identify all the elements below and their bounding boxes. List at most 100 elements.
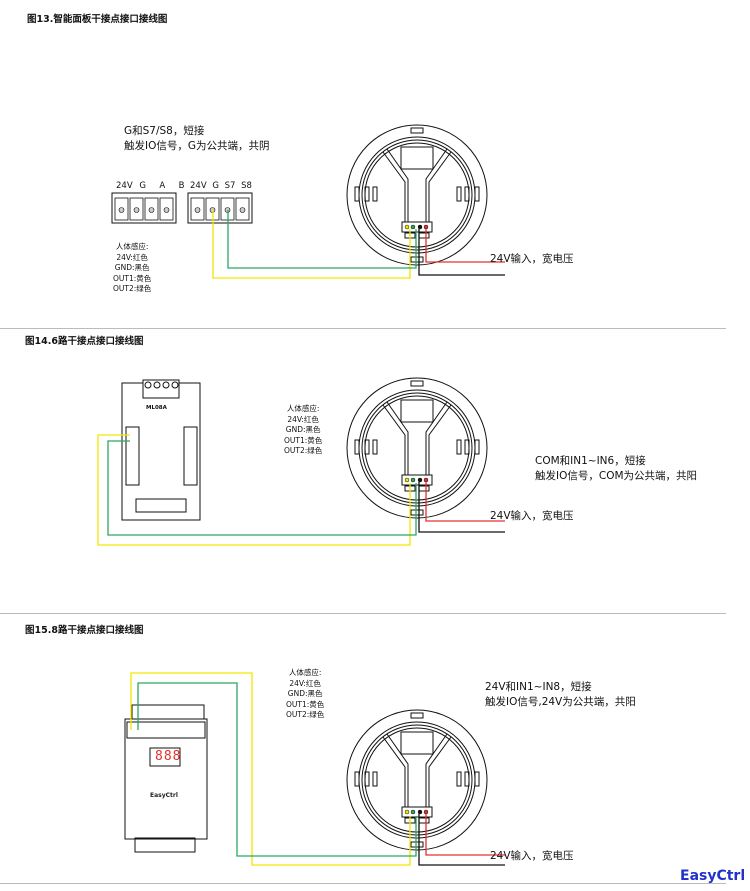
fig13-terminal-labels-right: 24V G S7 S8 — [190, 181, 252, 191]
terminal-label: 24V — [190, 181, 207, 191]
section-divider — [0, 328, 726, 329]
fig13-note: G和S7/S8，短接 触发IO信号，G为公共端，共阴 — [124, 124, 270, 154]
fig14-sensor-legend: 人体感应: 24V:红色 GND:黑色 OUT1:黄色 OUT2:绿色 — [284, 404, 322, 457]
sensor-slot — [354, 186, 360, 202]
terminal-screw — [133, 207, 140, 213]
sensor-terminal-screw — [404, 224, 410, 230]
footer-logo: EasyCtrl — [680, 868, 746, 884]
terminal-block-left — [111, 192, 177, 224]
footer-divider — [0, 883, 726, 884]
legend-line: OUT2:绿色 — [286, 710, 325, 719]
red-wire-24v — [425, 482, 505, 522]
sensor-slot — [456, 439, 462, 455]
io-module — [124, 718, 208, 840]
sensor-inner-ring — [358, 389, 476, 507]
terminal-screw — [194, 207, 201, 213]
sensor-slot — [464, 439, 470, 455]
sensor-slot — [474, 186, 480, 202]
fig13-title: 图13.智能面板干接点接口接线图 — [27, 14, 168, 25]
module-terminals — [126, 721, 206, 739]
terminal-screw — [148, 207, 155, 213]
sensor-terminal-screw — [410, 477, 416, 483]
green-wire-out2 — [107, 440, 417, 536]
module-screw — [144, 381, 152, 389]
fig13-sensor-legend: 人体感应: 24V:红色 GND:黑色 OUT1:黄色 OUT2:绿色 — [113, 242, 151, 295]
pir-sensor — [346, 709, 488, 851]
black-wire-gnd — [418, 482, 505, 533]
legend-line: GND:黑色 — [285, 425, 321, 434]
sensor-slot — [464, 186, 470, 202]
sensor-frame — [382, 736, 452, 809]
module-output-terminals — [183, 426, 198, 486]
fig14-power-label: 24V输入，宽电压 — [490, 510, 574, 522]
fig15-title: 图15.8路干接点接口接线图 — [25, 625, 144, 636]
black-wire-gnd — [418, 814, 505, 866]
legend-line: OUT1:黄色 — [286, 699, 325, 709]
sensor-terminal-screw — [404, 809, 410, 815]
pir-sensor — [346, 377, 488, 519]
sensor-window — [400, 399, 434, 423]
green-wire-out2 — [227, 210, 417, 269]
legend-title: 人体感应: — [288, 668, 322, 677]
terminal-label: B — [178, 181, 185, 191]
fig15-note-line: 24V和IN1~IN8，短接 — [485, 681, 592, 693]
sensor-connector — [418, 485, 430, 492]
sensor-frame — [386, 148, 448, 223]
module-top-rail — [131, 704, 205, 721]
fig13-note-line: G和S7/S8，短接 — [124, 125, 205, 137]
sensor-slot — [364, 771, 370, 787]
red-wire-24v — [425, 814, 505, 856]
fig14-note: COM和IN1~IN6，短接 触发IO信号，COM为公共端，共阳 — [535, 454, 697, 484]
sensor-terminal-screw — [404, 477, 410, 483]
black-wire-gnd — [418, 229, 505, 276]
yellow-wire-out1 — [130, 672, 411, 866]
sensor-terminal-screw — [417, 224, 423, 230]
sensor-connector — [418, 232, 430, 239]
sensor-frame — [382, 404, 452, 477]
sensor-terminal-screw — [417, 809, 423, 815]
fig15-module-logo: EasyCtrl — [150, 792, 178, 799]
sensor-inner-ring — [361, 392, 473, 504]
module-screw — [171, 381, 179, 389]
sensor-clip — [410, 841, 424, 848]
fig14-note-line: COM和IN1~IN6，短接 — [535, 455, 646, 467]
sensor-window — [400, 731, 434, 755]
green-wire-out2 — [137, 682, 417, 857]
sensor-inner-ring — [358, 721, 476, 839]
sensor-slot — [364, 186, 370, 202]
section-divider — [0, 613, 726, 614]
sensor-terminal-screw — [423, 224, 429, 230]
legend-line: GND:黑色 — [287, 689, 323, 698]
module-top-connector — [142, 379, 180, 399]
sensor-slot — [456, 771, 462, 787]
sensor-frame — [382, 151, 452, 224]
terminal-block-right — [187, 192, 253, 224]
terminal-label: S7 — [224, 181, 236, 191]
sensor-slot — [354, 439, 360, 455]
fig15-note: 24V和IN1~IN8，短接 触发IO信号,24V为公共端，共阳 — [485, 680, 636, 710]
sensor-inner-ring — [358, 136, 476, 254]
sensor-slot — [364, 439, 370, 455]
sensor-outer-ring — [346, 377, 488, 519]
sensor-terminal-screw — [410, 809, 416, 815]
sensor-slot — [372, 439, 378, 455]
sensor-outer-ring — [346, 124, 488, 266]
legend-line: OUT1:黄色 — [284, 435, 323, 445]
sensor-clip — [410, 509, 424, 516]
fig13-power-label: 24V输入，宽电压 — [490, 253, 574, 265]
legend-line: 24V:红色 — [287, 414, 319, 424]
module-screw — [162, 381, 170, 389]
red-wire-24v — [425, 229, 505, 263]
sensor-slot — [354, 771, 360, 787]
fig13-note-line: 触发IO信号，G为公共端，共阴 — [124, 140, 270, 152]
sensor-terminal-block — [401, 221, 433, 233]
fig13-terminal-labels-left: 24V G A B — [116, 181, 184, 191]
legend-title: 人体感应: — [286, 404, 320, 413]
fig15-power-label: 24V输入，宽电压 — [490, 850, 574, 862]
sensor-terminal-block — [401, 806, 433, 818]
terminal-label: G — [212, 181, 219, 191]
fig14-note-line: 触发IO信号，COM为公共端，共阳 — [535, 470, 698, 482]
sensor-frame — [386, 401, 448, 476]
sensor-slot — [456, 186, 462, 202]
